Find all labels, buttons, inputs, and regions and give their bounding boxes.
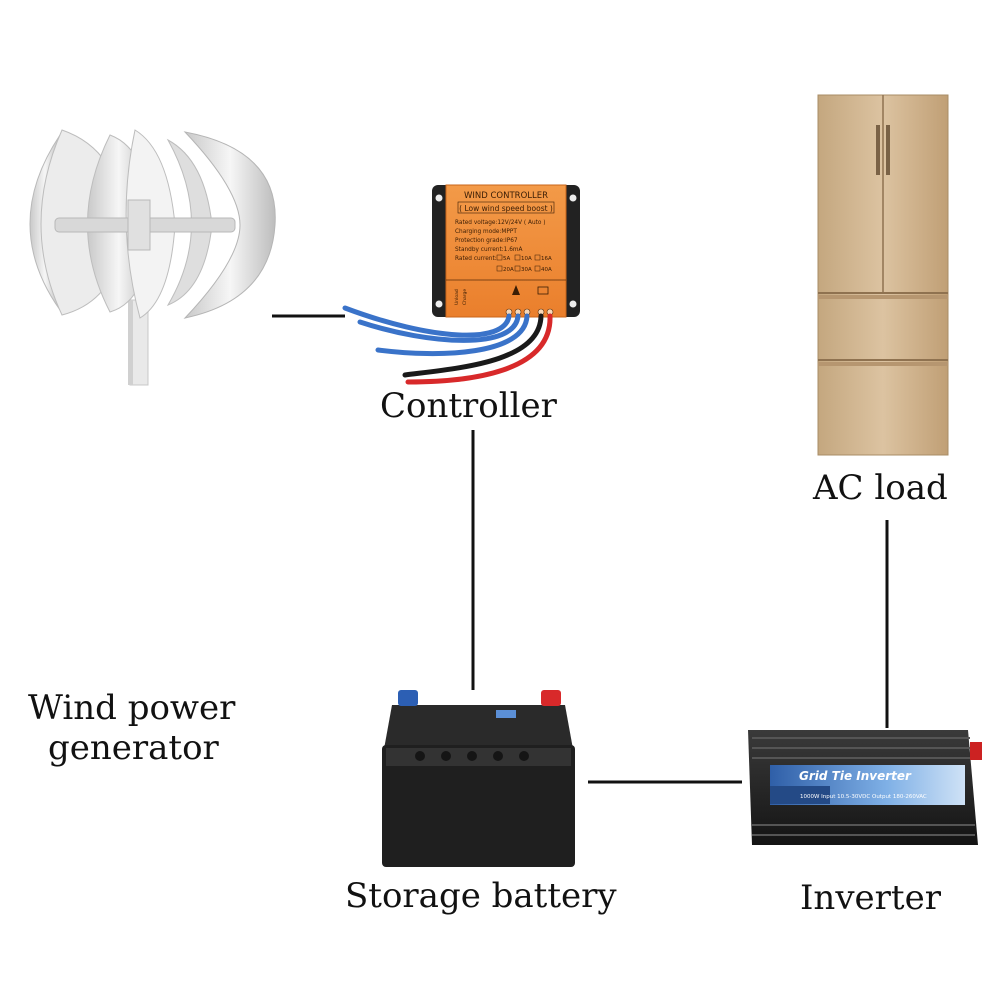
terminal-label-unload: Unload [454,289,460,305]
current-option-20a: 20A [503,267,514,273]
current-option-5a: 5A [503,256,510,262]
label-ac-load: AC load [813,468,948,508]
connection-lines [272,314,889,784]
fridge-image [817,94,949,456]
label-storage-battery: Storage battery [345,876,617,916]
controller-spec-4: Standby current:1.6mA [455,247,523,253]
label-wind-power-generator: Wind power generator [28,688,235,768]
controller-image: WIND CONTROLLER ( Low wind speed boost )… [432,184,580,318]
controller-wires [342,305,553,385]
label-inverter: Inverter [800,878,941,918]
label-wind-line-1: Wind power [28,688,236,728]
inverter-spec: 1000W Input 10.5-30VDC Output 180-260VAC [800,794,927,800]
controller-spec-5: Rated current: [455,256,497,262]
current-option-30a: 30A [521,267,532,273]
inverter-title: Grid Tie Inverter [799,769,912,783]
controller-subtitle: ( Low wind speed boost ) [459,204,553,213]
current-option-40a: 40A [541,267,552,273]
turbine-icon [512,285,520,295]
terminal-label-charge: Charge [462,289,468,305]
label-controller: Controller [380,386,557,426]
battery-symbol-icon [537,286,549,295]
current-option-16a: 16A [541,256,552,262]
controller-title: WIND CONTROLLER [464,191,548,201]
label-wind-line-2: generator [48,728,219,768]
wind-generator-image [29,129,276,386]
controller-spec-2: Charging mode:MPPT [455,229,517,235]
battery-image [382,690,575,867]
controller-terminals [505,308,554,316]
controller-current-options: 5A 10A 16A 20A 30A 40A [496,254,552,273]
current-option-10a: 10A [521,256,532,262]
controller-spec-3: Protection grade:IP67 [455,238,518,244]
controller-spec-1: Rated voltage:12V/24V ( Auto ) [455,220,546,226]
inverter-image: Grid Tie Inverter 1000W Input 10.5-30VDC… [748,730,982,845]
